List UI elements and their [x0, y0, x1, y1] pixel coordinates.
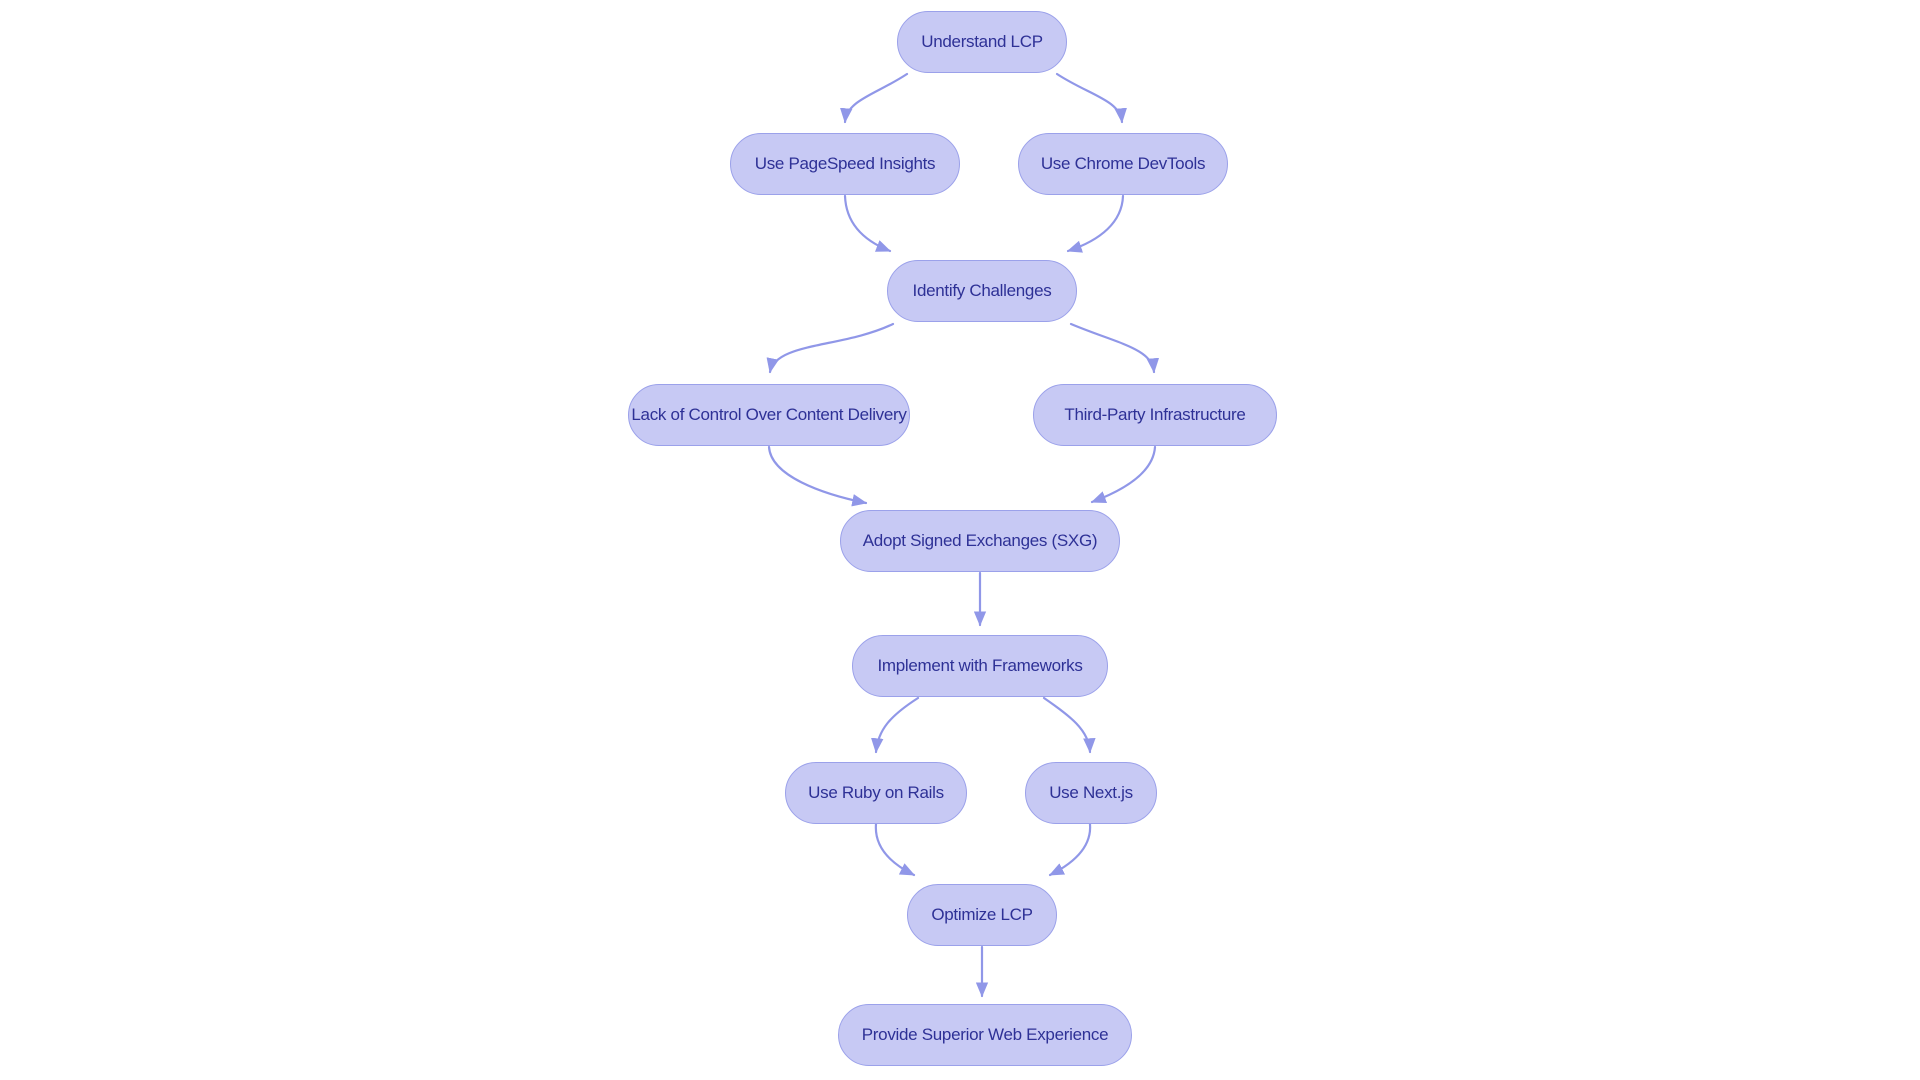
node-understand-lcp: Understand LCP [897, 11, 1067, 73]
node-identify-challenges: Identify Challenges [887, 260, 1077, 322]
edge-implement-with-frameworks-to-use-nextjs [1042, 696, 1096, 754]
edge-lack-of-control-to-adopt-sxg [767, 445, 868, 507]
edge-identify-challenges-to-third-party-infrastructure [1069, 322, 1160, 374]
edge-understand-lcp-to-use-pagespeed-insights [840, 72, 909, 124]
node-label: Use Chrome DevTools [1040, 154, 1206, 173]
edge-third-party-infrastructure-to-adopt-sxg [1090, 445, 1157, 504]
node-adopt-sxg: Adopt Signed Exchanges (SXG) [840, 510, 1120, 572]
node-label: Lack of Control Over Content Delivery [631, 405, 907, 424]
node-label: Third-Party Infrastructure [1064, 405, 1246, 424]
edge-use-pagespeed-insights-to-identify-challenges [843, 194, 892, 253]
node-use-pagespeed-insights: Use PageSpeed Insights [730, 133, 960, 195]
node-label: Use Ruby on Rails [808, 783, 944, 802]
edge-understand-lcp-to-use-chrome-devtools [1055, 72, 1127, 124]
edge-use-nextjs-to-optimize-lcp [1048, 822, 1092, 877]
node-label: Implement with Frameworks [877, 656, 1083, 675]
edge-implement-with-frameworks-to-use-ruby-on-rails [871, 696, 920, 754]
node-use-nextjs: Use Next.js [1025, 762, 1157, 824]
edge-use-chrome-devtools-to-identify-challenges [1066, 194, 1125, 253]
node-use-ruby-on-rails: Use Ruby on Rails [785, 762, 967, 824]
node-label: Provide Superior Web Experience [861, 1025, 1109, 1044]
node-provide-superior-web-experience: Provide Superior Web Experience [838, 1004, 1132, 1066]
node-optimize-lcp: Optimize LCP [907, 884, 1057, 946]
node-label: Understand LCP [921, 32, 1043, 51]
node-label: Adopt Signed Exchanges (SXG) [862, 531, 1098, 550]
node-third-party-infrastructure: Third-Party Infrastructure [1033, 384, 1277, 446]
edge-identify-challenges-to-lack-of-control [766, 322, 895, 374]
node-label: Optimize LCP [931, 905, 1033, 924]
node-implement-with-frameworks: Implement with Frameworks [852, 635, 1108, 697]
node-label: Use PageSpeed Insights [754, 154, 936, 173]
node-label: Identify Challenges [912, 281, 1052, 300]
node-label: Use Next.js [1049, 783, 1133, 802]
edge-use-ruby-on-rails-to-optimize-lcp [874, 822, 916, 877]
node-lack-of-control: Lack of Control Over Content Delivery [628, 384, 910, 446]
node-use-chrome-devtools: Use Chrome DevTools [1018, 133, 1228, 195]
